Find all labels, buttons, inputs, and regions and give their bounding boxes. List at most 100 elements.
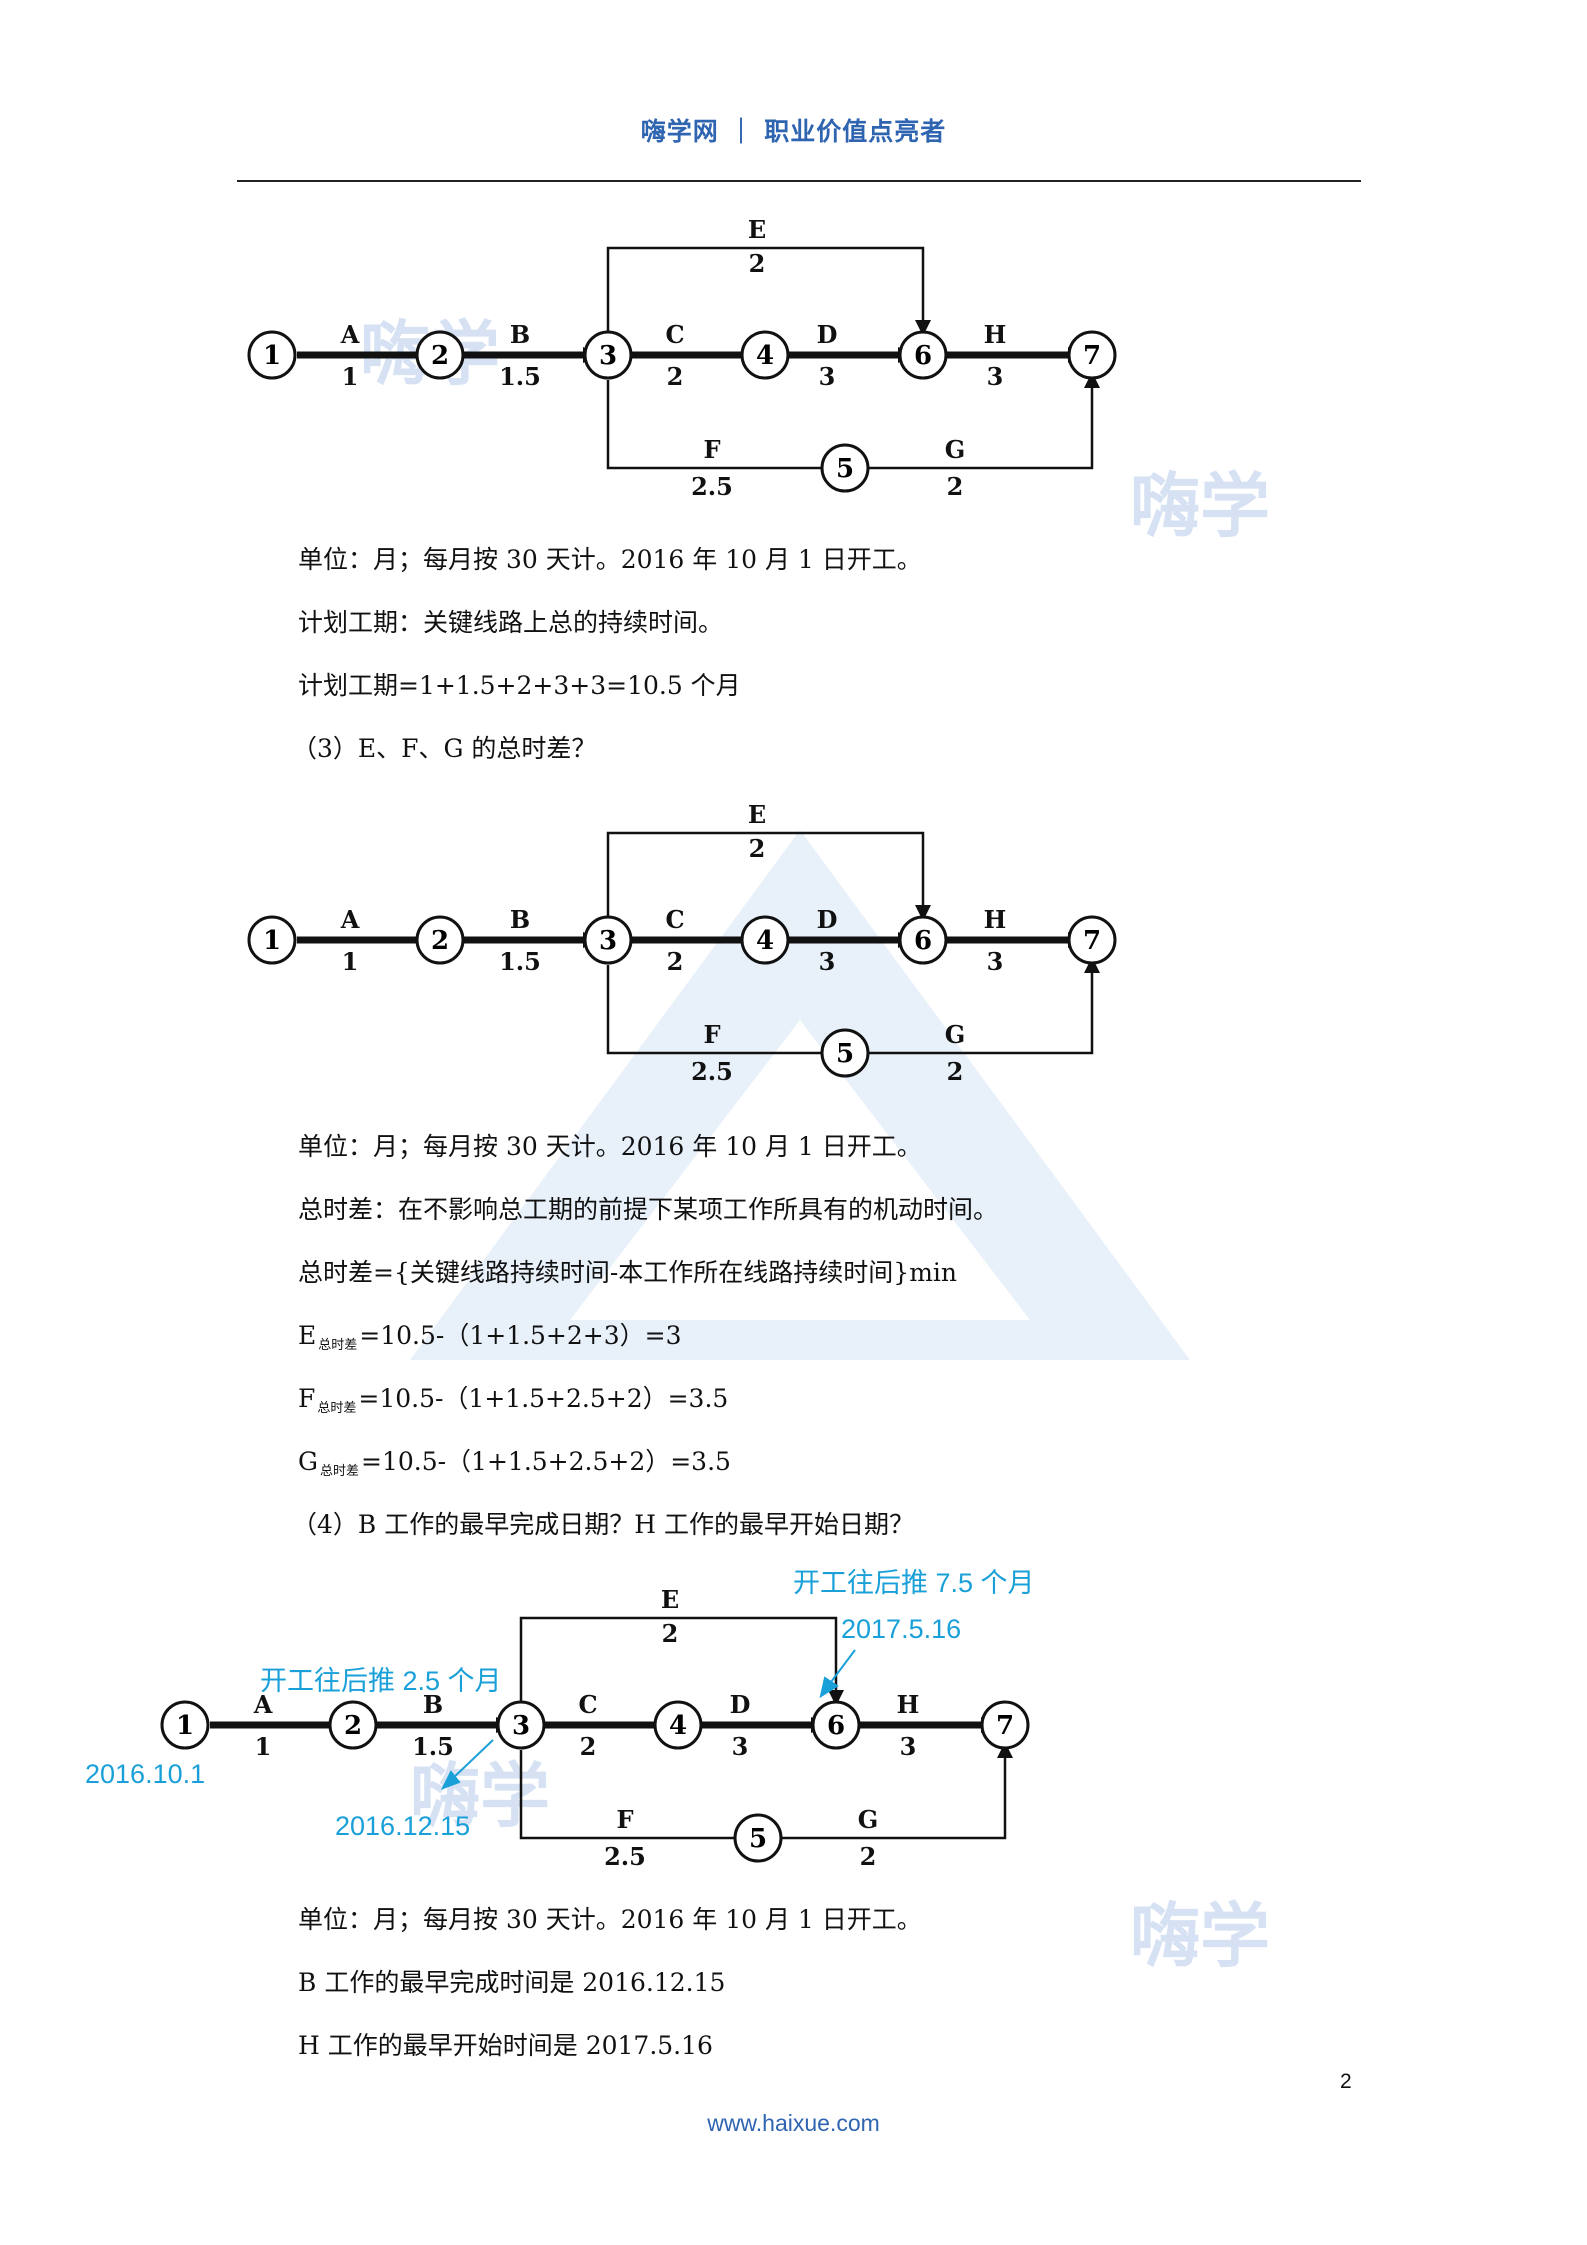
network-node: 3: [583, 330, 633, 380]
activity-duration: 2.5: [691, 472, 733, 501]
activity-duration: 2.5: [691, 1057, 733, 1086]
svg-text:7: 7: [996, 1711, 1014, 1741]
watermark-text: 嗨学: [410, 1755, 550, 1837]
activity-name: F: [703, 435, 720, 464]
activity-name: C: [665, 320, 684, 349]
annotation-h-offset: 开工往后推 7.5 个月: [793, 1568, 1035, 1598]
svg-text:4: 4: [756, 341, 774, 371]
activity-duration: 3: [987, 947, 1004, 976]
activity-name: C: [665, 905, 684, 934]
svg-text:2: 2: [431, 341, 449, 371]
watermark-logo-icon: [410, 830, 1190, 1360]
watermark-text: 嗨学: [1130, 465, 1270, 547]
activity-name: B: [510, 320, 530, 349]
svg-text:4: 4: [756, 926, 774, 956]
network-node: 1: [247, 915, 297, 965]
annotation-start-date: 2016.10.1: [85, 1759, 205, 1789]
subscript-label: 总时差: [318, 1338, 358, 1353]
svg-text:5: 5: [836, 454, 854, 484]
activity-duration: 3: [987, 362, 1004, 391]
activity-duration: 1: [255, 1732, 272, 1761]
activity-name: E: [748, 800, 766, 829]
activity-duration: 2: [860, 1842, 877, 1871]
svg-text:2: 2: [344, 1711, 362, 1741]
svg-text:6: 6: [914, 341, 932, 371]
annotation-arrows: [440, 1649, 856, 1790]
network-diagram-1: 1 2 3 4 5 6 7 A 1 B 1.5 C 2 D 3 E 2 F 2.…: [247, 215, 1117, 501]
activity-name: C: [578, 1690, 597, 1719]
network-node: 2: [415, 330, 465, 380]
activity-name: D: [817, 905, 838, 934]
activity-duration: 1: [342, 947, 359, 976]
network-diagram-2: 1 2 3 4 5 6 7 A 1 B 1.5 C 2 D 3 E 2 F 2.…: [247, 800, 1117, 1086]
network-node: 3: [583, 915, 633, 965]
network-node: 7: [980, 1700, 1030, 1750]
svg-text:1: 1: [263, 926, 281, 956]
footer-url[interactable]: www.haixue.com: [707, 2110, 880, 2136]
activity-letter: F: [298, 1384, 316, 1413]
activity-name: H: [897, 1690, 920, 1719]
svg-text:5: 5: [749, 1824, 767, 1854]
network-node: 2: [415, 915, 465, 965]
network-node: 6: [811, 1700, 861, 1750]
activity-name: F: [703, 1020, 720, 1049]
activity-name: B: [510, 905, 530, 934]
network-node: 5: [733, 1813, 783, 1863]
svg-text:3: 3: [512, 1711, 530, 1741]
network-node: 4: [740, 915, 790, 965]
activity-name: F: [616, 1805, 633, 1834]
formula-expression: =10.5-（1+1.5+2.5+2）=3.5: [358, 1384, 729, 1413]
paragraph-unit: 单位：月；每月按 30 天计。2016 年 10 月 1 日开工。: [298, 545, 922, 574]
activity-duration: 2: [667, 362, 684, 391]
network-edges: [210, 1616, 1007, 1840]
activity-name: E: [748, 215, 766, 244]
activity-duration: 3: [819, 362, 836, 391]
activity-name: G: [945, 1020, 966, 1049]
activity-duration: 1.5: [412, 1732, 454, 1761]
svg-text:4: 4: [669, 1711, 687, 1741]
svg-text:1: 1: [176, 1711, 194, 1741]
activity-duration: 1: [342, 362, 359, 391]
svg-text:7: 7: [1083, 926, 1101, 956]
annotation-b-offset: 开工往后推 2.5 个月: [260, 1666, 502, 1696]
answer-b-earliest-finish: B 工作的最早完成时间是 2016.12.15: [298, 1968, 726, 1997]
activity-duration: 3: [732, 1732, 749, 1761]
network-edges: [297, 831, 1094, 1055]
activity-duration: 2: [749, 249, 766, 278]
page-header: 嗨学网 ｜ 职业价值点亮者: [640, 117, 947, 146]
formula-expression: =10.5-（1+1.5+2+3）=3: [359, 1321, 682, 1350]
network-edges: [297, 246, 1094, 470]
activity-duration: 3: [900, 1732, 917, 1761]
activity-duration: 2: [662, 1619, 679, 1648]
activity-duration: 2: [667, 947, 684, 976]
subscript-label: 总时差: [319, 1464, 359, 1479]
svg-text:3: 3: [599, 341, 617, 371]
svg-text:2: 2: [431, 926, 449, 956]
activity-name: G: [945, 435, 966, 464]
question-3: （3）E、F、G 的总时差？: [292, 734, 597, 763]
annotation-h-start-date: 2017.5.16: [841, 1614, 961, 1644]
annotation-b-finish-date: 2016.12.15: [335, 1811, 470, 1841]
activity-name: E: [661, 1585, 679, 1614]
activity-duration: 3: [819, 947, 836, 976]
activity-duration: 2: [580, 1732, 597, 1761]
formula-expression: =10.5-（1+1.5+2.5+2）=3.5: [361, 1447, 731, 1476]
watermark-text: 嗨学: [1130, 1895, 1270, 1977]
paragraph-plan-calc: 计划工期=1+1.5+2+3+3=10.5 个月: [298, 671, 741, 700]
network-node: 3: [496, 1700, 546, 1750]
activity-name: G: [858, 1805, 879, 1834]
activity-duration: 1.5: [499, 947, 541, 976]
paragraph-plan-definition: 计划工期：关键线路上总的持续时间。: [298, 608, 724, 637]
network-node: 2: [328, 1700, 378, 1750]
svg-text:6: 6: [914, 926, 932, 956]
network-node: 7: [1067, 330, 1117, 380]
network-node: 4: [653, 1700, 703, 1750]
network-node: 6: [898, 330, 948, 380]
network-node: 4: [740, 330, 790, 380]
activity-duration: 2: [947, 1057, 964, 1086]
activity-name: H: [984, 320, 1007, 349]
paragraph-unit: 单位：月；每月按 30 天计。2016 年 10 月 1 日开工。: [298, 1132, 922, 1161]
